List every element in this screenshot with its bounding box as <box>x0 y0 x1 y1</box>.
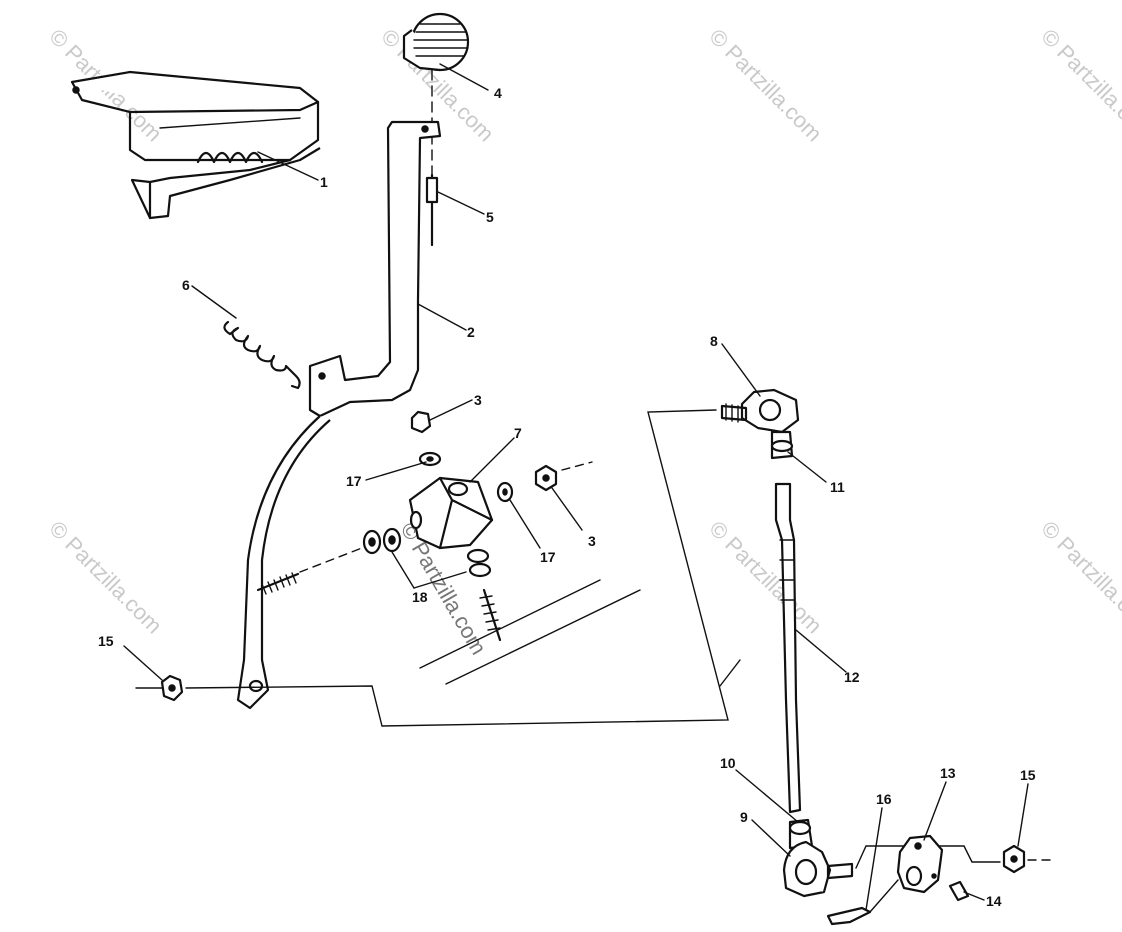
callout-3: 3 <box>588 533 596 549</box>
washers-lower <box>466 548 492 578</box>
watermark: © Partzilla.com <box>1036 516 1122 639</box>
callout-1: 1 <box>320 174 328 190</box>
callout-4: 4 <box>494 85 502 101</box>
callout-12: 12 <box>844 669 860 685</box>
tie-rod <box>774 482 802 814</box>
callout-17: 17 <box>346 473 362 489</box>
nut-right-lower <box>1002 844 1057 874</box>
callout-16: 16 <box>876 791 892 807</box>
callout-18: 18 <box>412 589 428 605</box>
steering-arm <box>826 834 1001 926</box>
watermark: © Partzilla.com <box>1036 24 1122 147</box>
brake-knob <box>402 12 470 72</box>
washer-right <box>496 481 514 503</box>
frame-lines <box>135 409 741 727</box>
nut-upper <box>410 410 432 434</box>
callout-10: 10 <box>720 755 736 771</box>
nut-left <box>160 674 184 702</box>
foot-pedal-pad <box>70 70 321 220</box>
callout-8: 8 <box>710 333 718 349</box>
callout-14: 14 <box>986 893 1002 909</box>
callout-7: 7 <box>514 425 522 441</box>
callout-13: 13 <box>940 765 956 781</box>
leader-lines <box>123 63 1029 911</box>
callouts: 1 2 3 3 4 5 6 7 8 9 10 11 12 13 14 15 15… <box>98 85 1036 909</box>
watermark: © Partzilla.com <box>704 24 827 147</box>
callout-5: 5 <box>486 209 494 225</box>
callout-17: 17 <box>540 549 556 565</box>
nut-right <box>534 464 558 492</box>
callout-11: 11 <box>830 479 845 495</box>
watermarks: © Partzilla.com © Partzilla.com © Partzi… <box>44 24 1122 659</box>
return-spring <box>223 320 301 390</box>
bushings <box>362 527 402 555</box>
callout-15: 15 <box>1020 767 1036 783</box>
tie-rod-end-upper <box>720 388 800 460</box>
callout-15: 15 <box>98 633 114 649</box>
watermark: © Partzilla.com <box>44 516 167 639</box>
callout-9: 9 <box>740 809 748 825</box>
pivot-bolt <box>256 547 363 595</box>
watermark: © Partzilla.com <box>704 516 827 639</box>
callout-6: 6 <box>182 277 190 293</box>
brake-lever <box>236 120 442 710</box>
callout-2: 2 <box>467 324 475 340</box>
bolt-lower <box>479 588 502 642</box>
callout-3: 3 <box>474 392 482 408</box>
pivot-block <box>408 476 494 550</box>
tie-rod-end-lower <box>782 818 854 898</box>
